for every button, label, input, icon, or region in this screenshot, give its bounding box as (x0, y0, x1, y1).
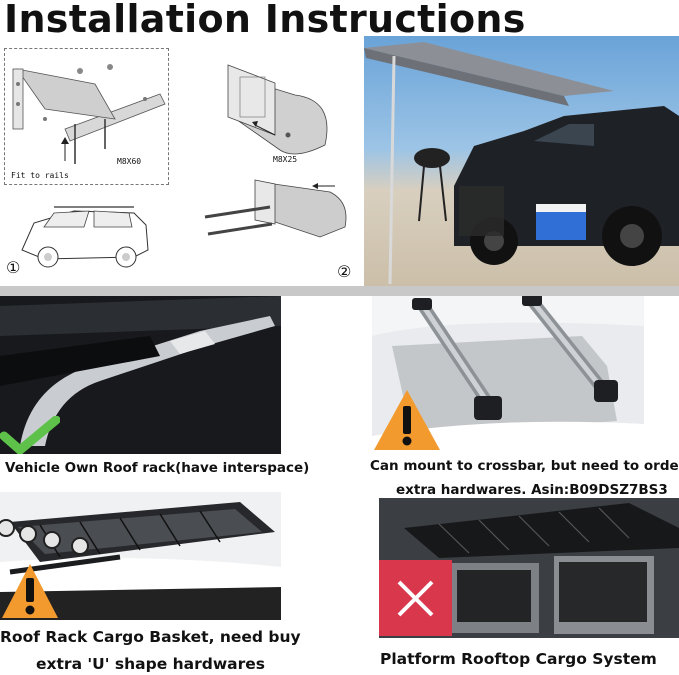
step-2-marker: ② (337, 262, 352, 281)
awning-beach-photo (364, 36, 679, 286)
bracket-rail-diagram (12, 64, 166, 164)
warning-icon (374, 390, 440, 450)
check-icon (0, 416, 60, 454)
diagram-step-1-box: M8X60 Fit to rails (4, 48, 169, 185)
awning-bracket-diagram (200, 55, 355, 165)
crossbar-photo (372, 296, 644, 454)
cross-icon (379, 560, 452, 636)
own-rack-caption: Vehicle Own Roof rack(have interspace) (5, 460, 310, 476)
section-divider (0, 286, 679, 296)
crossbar-caption-line-2: extra hardwares. Asin:B09DSZ7BS3 (396, 482, 668, 498)
basket-caption-line-2: extra 'U' shape hardwares (36, 655, 266, 673)
page-title: Installation Instructions (4, 0, 526, 41)
bolt-label-m8x60: M8X60 (117, 157, 142, 166)
own-roof-rack-photo (0, 296, 281, 454)
bolt-label-m8x25: M8X25 (273, 155, 298, 164)
platform-cargo-photo (379, 498, 679, 638)
car-sketch (14, 195, 154, 275)
fit-to-rails-label: Fit to rails (11, 171, 69, 180)
awning-mount-diagram (200, 172, 360, 252)
cargo-basket-photo (0, 492, 281, 620)
step-1-marker: ① (6, 258, 21, 277)
platform-caption: Platform Rooftop Cargo System (380, 650, 657, 668)
crossbar-caption-line-1: Can mount to crossbar, but need to order (370, 458, 679, 474)
basket-caption-line-1: Roof Rack Cargo Basket, need buy (0, 628, 301, 646)
warning-icon (2, 564, 58, 618)
